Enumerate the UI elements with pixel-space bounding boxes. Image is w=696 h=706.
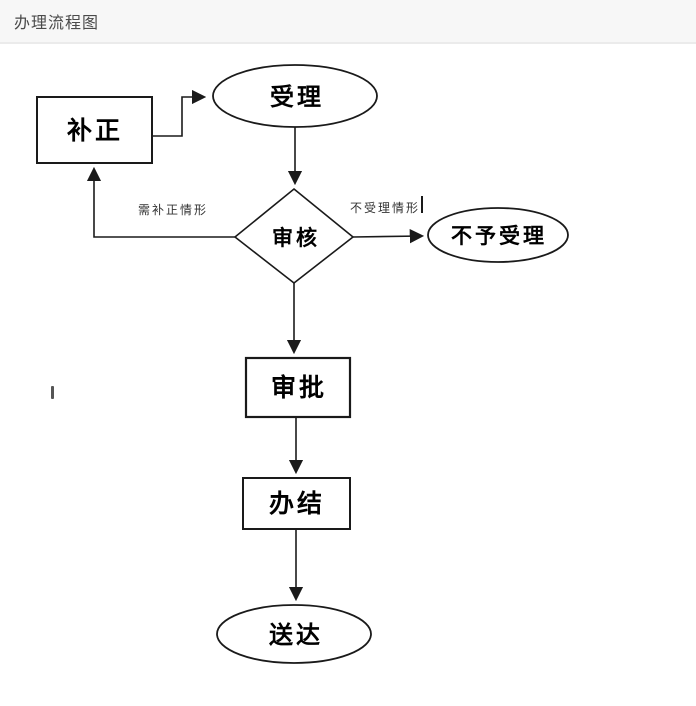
page-title: 办理流程图 — [14, 15, 100, 32]
flowchart-canvas: 需补正情形 不受理情形 受理 补正 审核 不予 — [36, 64, 569, 664]
node-accept-label: 受理 — [270, 82, 324, 111]
arrow-review-to-not-accept — [352, 228, 425, 244]
node-not-accept-label: 不予受理 — [451, 223, 547, 248]
node-correction: 补正 — [36, 96, 153, 164]
node-deliver: 送达 — [216, 604, 372, 664]
page-header: 办理流程图 — [0, 0, 696, 44]
node-deliver-label: 送达 — [269, 620, 323, 649]
node-complete-label: 办结 — [269, 489, 325, 518]
node-review: 审核 — [233, 187, 355, 285]
arrow-correction-to-accept — [152, 89, 207, 137]
node-correction-label: 补正 — [67, 116, 123, 145]
node-approve: 审批 — [244, 356, 352, 419]
node-accept: 受理 — [212, 64, 378, 128]
stray-cursor-mark — [51, 386, 54, 399]
text-cursor — [421, 196, 423, 213]
node-review-label: 审核 — [272, 225, 320, 250]
node-approve-label: 审批 — [271, 373, 327, 402]
node-not-accept: 不予受理 — [427, 207, 569, 263]
edge-label-needs-correction: 需补正情形 — [138, 203, 208, 217]
flowchart-container: 需补正情形 不受理情形 受理 补正 审核 不予 — [0, 46, 696, 706]
edge-label-not-accepted: 不受理情形 — [350, 201, 420, 215]
arrow-review-to-correction — [86, 166, 235, 238]
node-complete: 办结 — [242, 477, 351, 530]
